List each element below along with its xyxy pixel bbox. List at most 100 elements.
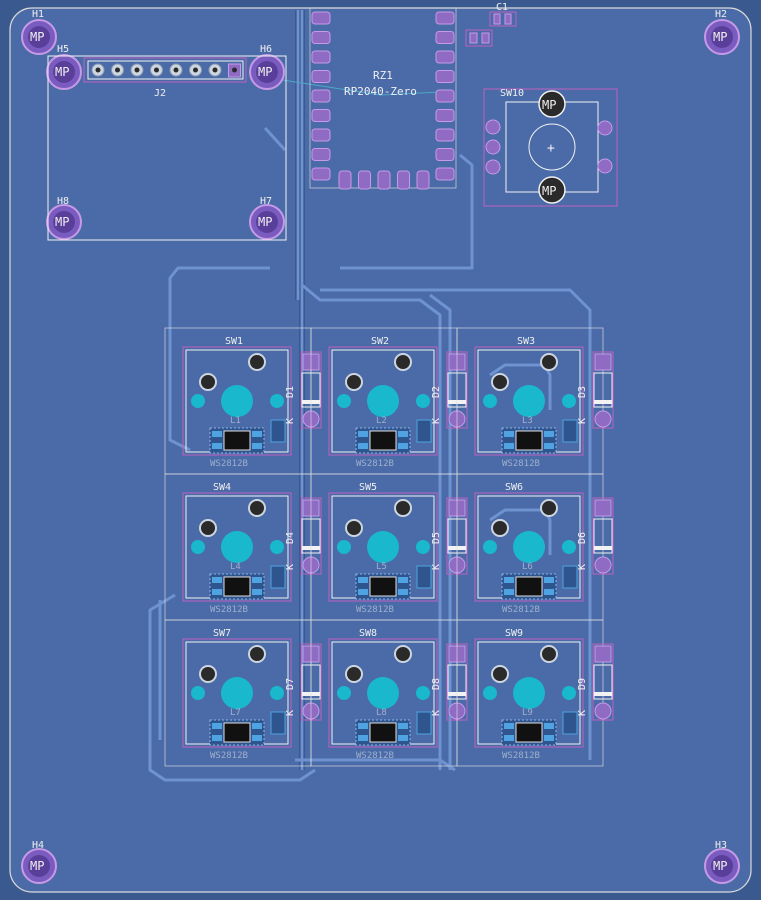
mounting-hole-drill <box>256 211 278 233</box>
mcu-pad-bottom <box>338 170 352 190</box>
switch-peg-left <box>483 540 497 554</box>
switch-fab <box>328 492 438 602</box>
c1-pad-2 <box>481 32 490 44</box>
switch-pin-2 <box>540 353 558 371</box>
key-matrix: L1WS2812BD1KSW1L2WS2812BD2KSW2L3WS2812BD… <box>164 327 614 767</box>
diode-cathode-mark: K <box>431 564 442 570</box>
cap-footprint <box>270 565 286 589</box>
sw10-mp-top-label: MP <box>542 98 556 112</box>
led-pad <box>358 443 368 449</box>
switch-center-hole <box>221 531 253 563</box>
cap-footprint <box>270 711 286 735</box>
led-pad <box>252 443 262 449</box>
led-pad <box>252 589 262 595</box>
connector-j2[interactable]: J2 <box>47 55 287 241</box>
led-body <box>223 722 251 743</box>
diode-cathode-mark: K <box>431 418 442 424</box>
mounting-hole-ref: H7 <box>260 196 272 207</box>
mounting-hole-pad-label: MP <box>55 65 69 79</box>
j2-pin-drill <box>212 67 218 73</box>
diode-cathode-mark: K <box>577 710 588 716</box>
diode-cathode-mark: K <box>285 418 296 424</box>
diode-ref: D1 <box>285 386 296 398</box>
mounting-hole-h5: MP H5 <box>46 44 82 90</box>
switch-ref: SW7 <box>213 628 231 639</box>
led-ref: L8 <box>376 708 387 718</box>
c1b-fab <box>489 11 517 27</box>
switch-pin-2 <box>540 499 558 517</box>
cap-footprint <box>562 419 578 443</box>
diode-pad-square <box>594 645 612 663</box>
mounting-hole-pad-label: MP <box>30 859 44 873</box>
j2-pin-drill <box>232 67 237 73</box>
led-body <box>369 576 397 597</box>
capacitor-c1[interactable]: C1 <box>465 2 517 47</box>
encoder-sw10[interactable]: + MP MP SW10 <box>483 88 618 207</box>
mcu-pad-right <box>435 148 455 161</box>
diode-pad-square <box>594 353 612 371</box>
mounting-hole-pad-label: MP <box>713 859 727 873</box>
cap-footprint <box>562 565 578 589</box>
led-part: WS2812B <box>210 459 248 469</box>
led-part: WS2812B <box>356 751 394 761</box>
diode-cathode-band <box>594 692 612 696</box>
led-ref: L2 <box>376 416 387 426</box>
led-pad <box>504 735 514 741</box>
c1b-pad-1 <box>493 13 501 25</box>
switch-fab <box>474 346 584 456</box>
led-pad <box>398 735 408 741</box>
diode-cathode-mark: K <box>577 418 588 424</box>
mcu-rz1[interactable]: RZ1 RP2040-Zero <box>309 7 457 190</box>
mcu-pad-right <box>435 167 455 181</box>
mcu-pad-left <box>311 11 331 25</box>
diode-pad-round <box>594 702 612 720</box>
switch-pin-1 <box>345 373 363 391</box>
switch-center-hole <box>513 531 545 563</box>
diode-body <box>593 518 613 554</box>
mounting-hole-ref: H5 <box>57 44 69 55</box>
switch-peg-right <box>270 394 284 408</box>
diode-ref: D5 <box>431 532 442 544</box>
mounting-hole-pad-label: MP <box>258 65 272 79</box>
diode-pad-round <box>594 556 612 574</box>
led-pad <box>358 723 368 729</box>
mounting-hole-drill <box>28 855 50 877</box>
diode-pad-square <box>594 499 612 517</box>
switch-fab <box>328 346 438 456</box>
mcu-pad-bottom <box>377 170 391 190</box>
led-pad <box>398 431 408 437</box>
switch-fab <box>182 346 292 456</box>
j2-pin-drill <box>95 67 101 73</box>
diode-fab <box>592 643 614 721</box>
led-ref: L6 <box>522 562 533 572</box>
switch-peg-right <box>562 540 576 554</box>
switch-ref: SW1 <box>225 336 243 347</box>
diode-fab <box>592 497 614 575</box>
j2-pin-drill <box>173 67 179 73</box>
sw10-mp-top <box>538 90 566 118</box>
mcu-pads <box>311 11 455 190</box>
mcu-pad-bottom <box>416 170 430 190</box>
led-part: WS2812B <box>356 459 394 469</box>
sw10-mp-bottom-label: MP <box>542 184 556 198</box>
switch-peg-left <box>337 394 351 408</box>
sw10-pad-d <box>597 120 613 136</box>
traces-layer <box>148 10 592 782</box>
led-pad <box>212 723 222 729</box>
switch-peg-right <box>270 686 284 700</box>
mounting-hole-pad-label: MP <box>30 30 44 44</box>
led-pad <box>504 723 514 729</box>
switch-pin-1 <box>199 665 217 683</box>
diode-ref: D7 <box>285 678 296 690</box>
